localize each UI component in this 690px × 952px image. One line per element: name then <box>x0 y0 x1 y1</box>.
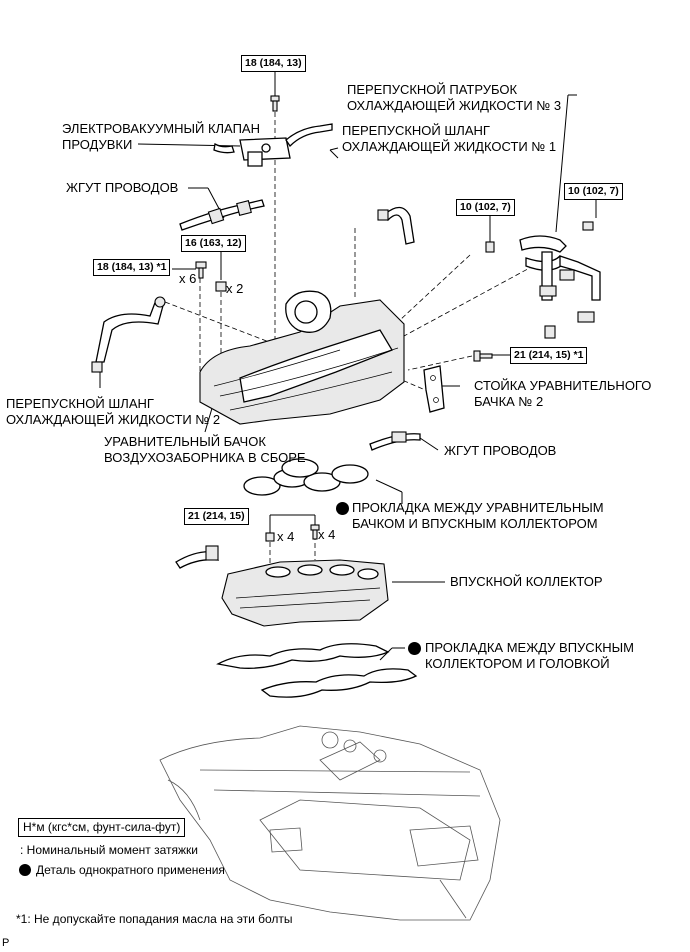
label-surge-tank-stay-2: СТОЙКА УРАВНИТЕЛЬНОГО БАЧКА № 2 <box>474 378 652 409</box>
surge-tank-assembly <box>199 290 405 425</box>
torque-value: 21 (214, 15) *1 <box>514 349 584 361</box>
legend-non-reusable-dot <box>19 864 31 876</box>
label-wire-harness-top: ЖГУТ ПРОВОДОВ <box>66 180 179 195</box>
label-bypass-pipe-3: ПЕРЕПУСКНОЙ ПАТРУБОК ОХЛАЖДАЮЩЕЙ ЖИДКОСТ… <box>347 82 562 113</box>
intake-manifold <box>175 545 389 627</box>
corner-mark: P <box>2 937 10 949</box>
engine-block <box>159 725 501 921</box>
bypass-hose-1 <box>377 206 415 245</box>
legend-footnote: *1: Не допускайте попадания масла на эти… <box>16 912 293 926</box>
torque-box-manifold-21: 21 (214, 15) <box>184 508 249 525</box>
torque-value: 18 (184, 13) <box>245 57 302 69</box>
torque-box-upper-right-1: 10 (102, 7) <box>456 199 515 216</box>
quantity-x4-left: x 4 <box>277 529 295 544</box>
non-reusable-marker <box>408 642 421 655</box>
label-gasket-manifold-head: ПРОКЛАДКА МЕЖДУ ВПУСКНЫМ КОЛЛЕКТОРОМ И Г… <box>425 640 634 671</box>
wire-harness-bottom <box>369 431 421 451</box>
quantity-x4-right: x 4 <box>318 527 336 542</box>
gasket-manifold-head <box>216 643 418 698</box>
vsv-assembly <box>213 123 333 167</box>
legend-non-reusable-text: Деталь однократного применения <box>36 863 225 877</box>
bolts-left <box>195 261 227 292</box>
torque-value: 18 (184, 13) *1 <box>97 261 167 273</box>
torque-box-left-16: 16 (163, 12) <box>181 235 246 252</box>
surge-tank-stay-2 <box>423 365 445 413</box>
torque-value: 16 (163, 12) <box>185 237 242 249</box>
bypass-pipe-3 <box>485 221 601 339</box>
torque-box-left-18: 18 (184, 13) *1 <box>93 259 171 276</box>
bolt-top-center <box>270 95 280 112</box>
label-vsv-purge: ЭЛЕКТРОВАКУУМНЫЙ КЛАПАН ПРОДУВКИ <box>62 121 260 152</box>
non-reusable-marker <box>336 502 349 515</box>
torque-box-upper-right-2: 10 (102, 7) <box>564 183 623 200</box>
label-surge-tank-assy: УРАВНИТЕЛЬНЫЙ БАЧОК ВОЗДУХОЗАБОРНИКА В С… <box>104 434 306 465</box>
gasket-surge-manifold <box>243 458 369 496</box>
legend-unit-box: Н*м (кгс*см, фунт-сила-фут) <box>18 818 186 837</box>
torque-box-top-center: 18 (184, 13) <box>241 55 306 72</box>
label-intake-manifold: ВПУСКНОЙ КОЛЛЕКТОР <box>450 574 603 589</box>
label-bypass-hose-1: ПЕРЕПУСКНОЙ ШЛАНГ ОХЛАЖДАЮЩЕЙ ЖИДКОСТИ №… <box>342 123 557 154</box>
bypass-hose-2 <box>91 296 166 373</box>
bolts-manifold <box>265 524 320 542</box>
label-wire-harness-bottom: ЖГУТ ПРОВОДОВ <box>444 443 557 458</box>
torque-value: 21 (214, 15) <box>188 510 245 522</box>
bolt-right <box>473 350 493 362</box>
leader-lines <box>99 68 597 661</box>
quantity-x2: x 2 <box>226 281 244 296</box>
label-gasket-surge-manifold: ПРОКЛАДКА МЕЖДУ УРАВНИТЕЛЬНЫМ БАЧКОМ И В… <box>352 500 604 531</box>
legend-torque-note: : Номинальный момент затяжки <box>20 843 198 857</box>
quantity-x6: x 6 <box>179 271 197 286</box>
label-bypass-hose-2: ПЕРЕПУСКНОЙ ШЛАНГ ОХЛАЖДАЮЩЕЙ ЖИДКОСТИ №… <box>6 396 221 427</box>
torque-value: 10 (102, 7) <box>568 185 619 197</box>
torque-value: 10 (102, 7) <box>460 201 511 213</box>
wire-harness-top <box>179 199 265 231</box>
torque-box-right-21: 21 (214, 15) *1 <box>510 347 588 364</box>
